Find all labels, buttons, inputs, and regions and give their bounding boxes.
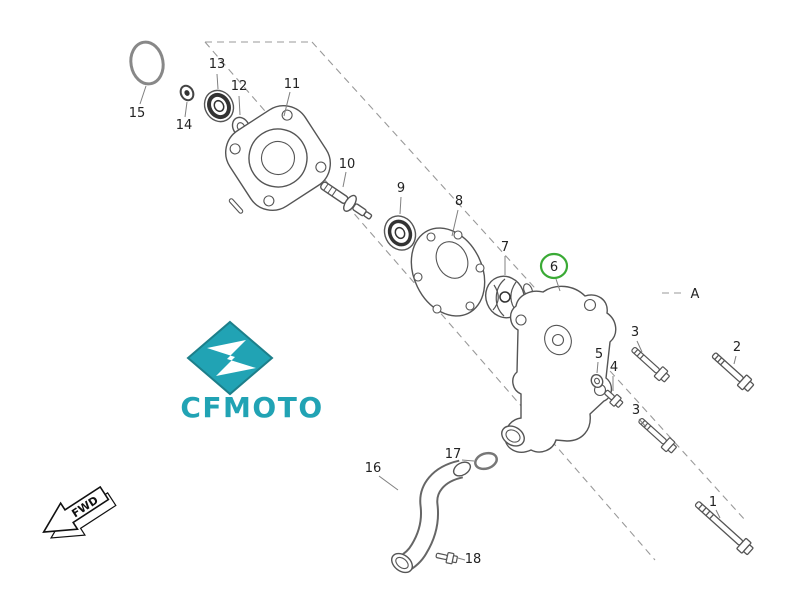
part-labels: 15 14 13 12 11 10 9 8 7 6 5 4 3 3 2 1 16… <box>129 57 741 567</box>
part-label-1: 1 <box>709 495 717 510</box>
section-label-a: A <box>691 287 700 302</box>
part-4-bolt <box>604 389 624 408</box>
part-14-bushing <box>179 84 195 102</box>
part-3-bolt-lower <box>638 417 677 454</box>
leader-line <box>139 85 147 105</box>
cfmoto-wordmark: CFMOTO <box>180 391 323 424</box>
part-3-bolt-upper <box>631 346 670 383</box>
leader-line <box>238 95 241 116</box>
part-8-gasket <box>410 227 486 317</box>
leader-line <box>399 196 402 215</box>
part-6-highlight-circle <box>539 252 569 280</box>
part-label-3b: 3 <box>632 403 640 418</box>
part-label-3a: 3 <box>631 325 639 340</box>
part-label-7: 7 <box>501 240 509 255</box>
leader-line <box>638 418 647 428</box>
part-16-pipe <box>390 459 472 574</box>
leader-line <box>457 557 466 561</box>
cover-pin <box>228 198 244 214</box>
part-label-5: 5 <box>595 347 603 362</box>
leader-line <box>596 361 599 374</box>
part-label-17: 17 <box>445 447 462 462</box>
part-10-shaft <box>320 181 373 220</box>
leader-line <box>715 509 721 519</box>
part-13-bearing <box>203 89 235 123</box>
part-17-oring <box>474 451 498 471</box>
cfmoto-logo: CFMOTO <box>180 320 323 424</box>
part-label-18: 18 <box>465 552 482 567</box>
part-label-6: 6 <box>550 260 558 275</box>
part-9-seal <box>383 215 417 251</box>
part-11-pump-cover <box>225 105 331 214</box>
part-2-bolt <box>711 352 755 392</box>
part-label-10: 10 <box>339 157 356 172</box>
leader-lines <box>139 73 737 561</box>
leader-line <box>733 355 737 365</box>
leader-line <box>184 101 188 118</box>
part-label-16: 16 <box>365 461 382 476</box>
leader-line <box>451 209 459 237</box>
part-label-9: 9 <box>397 181 405 196</box>
part-6-pump-body <box>501 285 617 453</box>
fwd-arrow <box>42 485 110 533</box>
leader-line <box>461 459 475 462</box>
part-label-8: 8 <box>455 194 463 209</box>
leader-line <box>283 91 291 117</box>
part-5-washer <box>590 373 604 389</box>
part-18-bolt <box>435 551 458 565</box>
leader-line <box>342 171 347 188</box>
leader-line <box>216 73 219 90</box>
leader-line <box>636 340 643 353</box>
leader-line <box>555 278 561 292</box>
part-label-14: 14 <box>176 118 193 133</box>
leader-line <box>378 475 399 491</box>
part-1-bolt <box>694 501 754 556</box>
part-label-2: 2 <box>733 340 741 355</box>
cfmoto-logo-blade <box>207 340 256 376</box>
part-15-oring <box>129 40 165 86</box>
part-label-13: 13 <box>209 57 226 72</box>
part-label-11: 11 <box>284 77 301 92</box>
part-label-15: 15 <box>129 106 146 121</box>
part-label-12: 12 <box>231 79 248 94</box>
part-label-4: 4 <box>610 360 618 375</box>
fwd-indicator: FWD <box>42 485 117 539</box>
